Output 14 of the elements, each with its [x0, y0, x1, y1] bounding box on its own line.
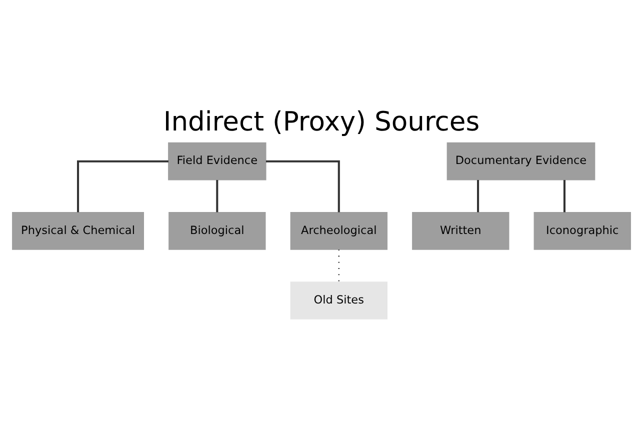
node-box: Iconographic [534, 212, 631, 250]
connector [216, 180, 218, 212]
node-box: Old Sites [290, 281, 388, 319]
connector [477, 180, 480, 212]
node-box: Physical & Chemical [12, 212, 144, 250]
node-box: Written [412, 212, 510, 250]
connector [266, 160, 340, 212]
connector [77, 160, 168, 212]
diagram-title: Indirect (Proxy) Sources [163, 106, 480, 137]
node-box: Archeological [290, 212, 388, 250]
connector [563, 180, 566, 212]
node-box: Documentary Evidence [446, 142, 596, 180]
node-box: Field Evidence [168, 142, 266, 180]
node-box: Biological [168, 212, 266, 250]
